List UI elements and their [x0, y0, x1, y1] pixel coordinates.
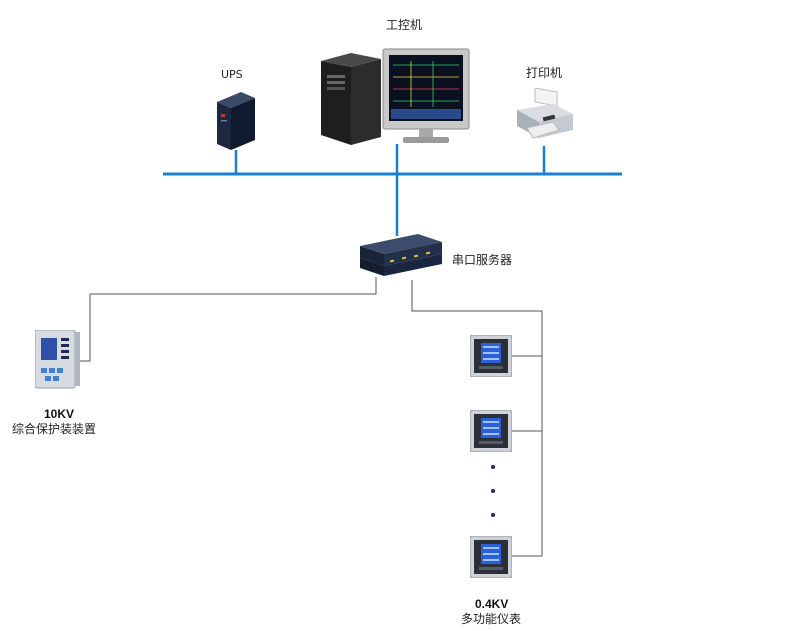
- workstation-icon: [321, 48, 470, 145]
- meter-3-icon: [470, 536, 512, 578]
- protection-voltage: 10KV: [44, 407, 75, 421]
- protection-device-icon: [35, 330, 80, 389]
- meter-1-icon: [470, 335, 512, 377]
- meter-voltage: 0.4KV: [475, 597, 509, 611]
- meter-ellipsis: [491, 465, 495, 517]
- meter-bus-wire: [411, 280, 543, 556]
- serial-server-icon: [360, 234, 442, 276]
- serial-server-label: 串口服务器: [452, 253, 513, 267]
- protection-wire: [80, 277, 377, 362]
- printer-icon: [517, 88, 573, 139]
- meter-2-icon: [470, 410, 512, 452]
- ups-label: UPS: [221, 68, 243, 81]
- meter-label: 多功能仪表: [461, 612, 522, 626]
- protection-label: 综合保护装装置: [12, 422, 97, 436]
- printer-label: 打印机: [526, 66, 563, 80]
- workstation-label: 工控机: [386, 18, 423, 32]
- ups-icon: [217, 92, 255, 150]
